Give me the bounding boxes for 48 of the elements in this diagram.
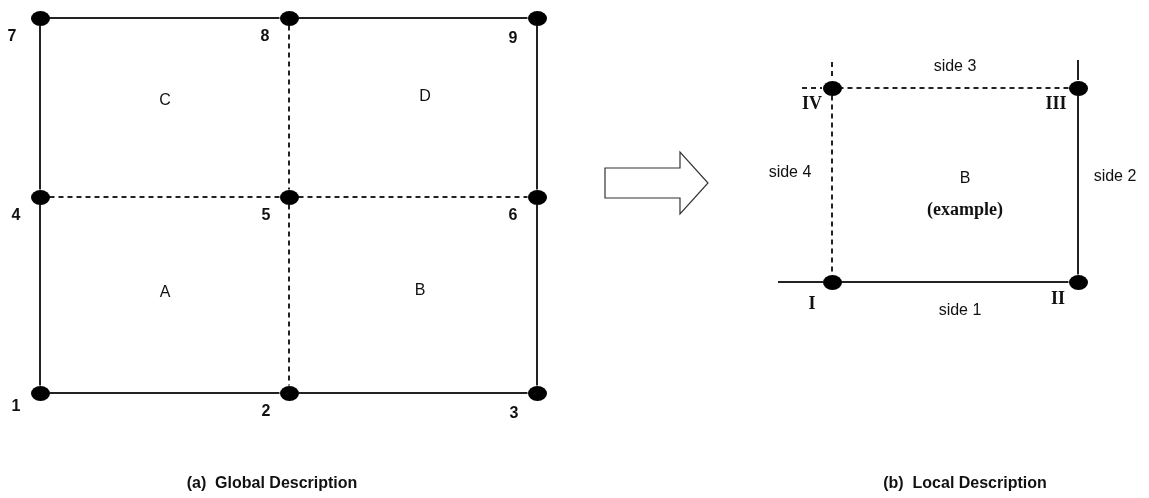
node-dot	[279, 189, 299, 205]
node-number: 2	[261, 402, 271, 420]
mesh-line	[840, 87, 1070, 89]
node-number: 9	[508, 29, 518, 47]
mesh-line	[840, 281, 1070, 283]
node-dot	[527, 10, 547, 26]
mesh-line	[288, 24, 290, 191]
mesh-line	[297, 392, 529, 394]
node-number: 3	[509, 404, 519, 422]
node-number: I	[808, 294, 816, 314]
node-number: III	[1045, 94, 1067, 114]
mesh-line	[39, 24, 41, 191]
node-number: 4	[11, 206, 21, 224]
node-dot	[279, 385, 299, 401]
node-number: 5	[261, 206, 271, 224]
node-number: 6	[508, 206, 518, 224]
node-number: IV	[802, 94, 822, 114]
node-dot	[1068, 274, 1088, 290]
mesh-line	[48, 196, 281, 198]
mesh-line	[536, 203, 538, 387]
element-label: A	[159, 283, 171, 301]
sub-label: (example)	[927, 200, 1003, 220]
node-dot	[527, 385, 547, 401]
node-dot	[30, 10, 50, 26]
mesh-line	[536, 24, 538, 191]
mesh-line	[48, 17, 281, 19]
node-dot	[30, 385, 50, 401]
node-dot	[822, 80, 842, 96]
mesh-line	[1077, 94, 1079, 276]
element-label: B	[414, 281, 426, 299]
node-dot	[30, 189, 50, 205]
node-number: 8	[260, 27, 270, 45]
mesh-line	[297, 196, 529, 198]
element-label: D	[419, 87, 431, 105]
node-dot	[279, 10, 299, 26]
node-number: II	[1051, 289, 1065, 309]
mesh-line	[48, 392, 281, 394]
mesh-line	[297, 17, 529, 19]
caption: (b) Local Description	[883, 474, 1047, 492]
caption: (a) Global Description	[186, 474, 358, 492]
element-label: C	[159, 91, 171, 109]
node-dot	[822, 274, 842, 290]
mesh-line	[39, 203, 41, 387]
node-dot	[1068, 80, 1088, 96]
node-dot	[527, 189, 547, 205]
node-number: 1	[11, 397, 21, 415]
element-label: B	[959, 169, 971, 187]
node-number: 7	[7, 27, 17, 45]
